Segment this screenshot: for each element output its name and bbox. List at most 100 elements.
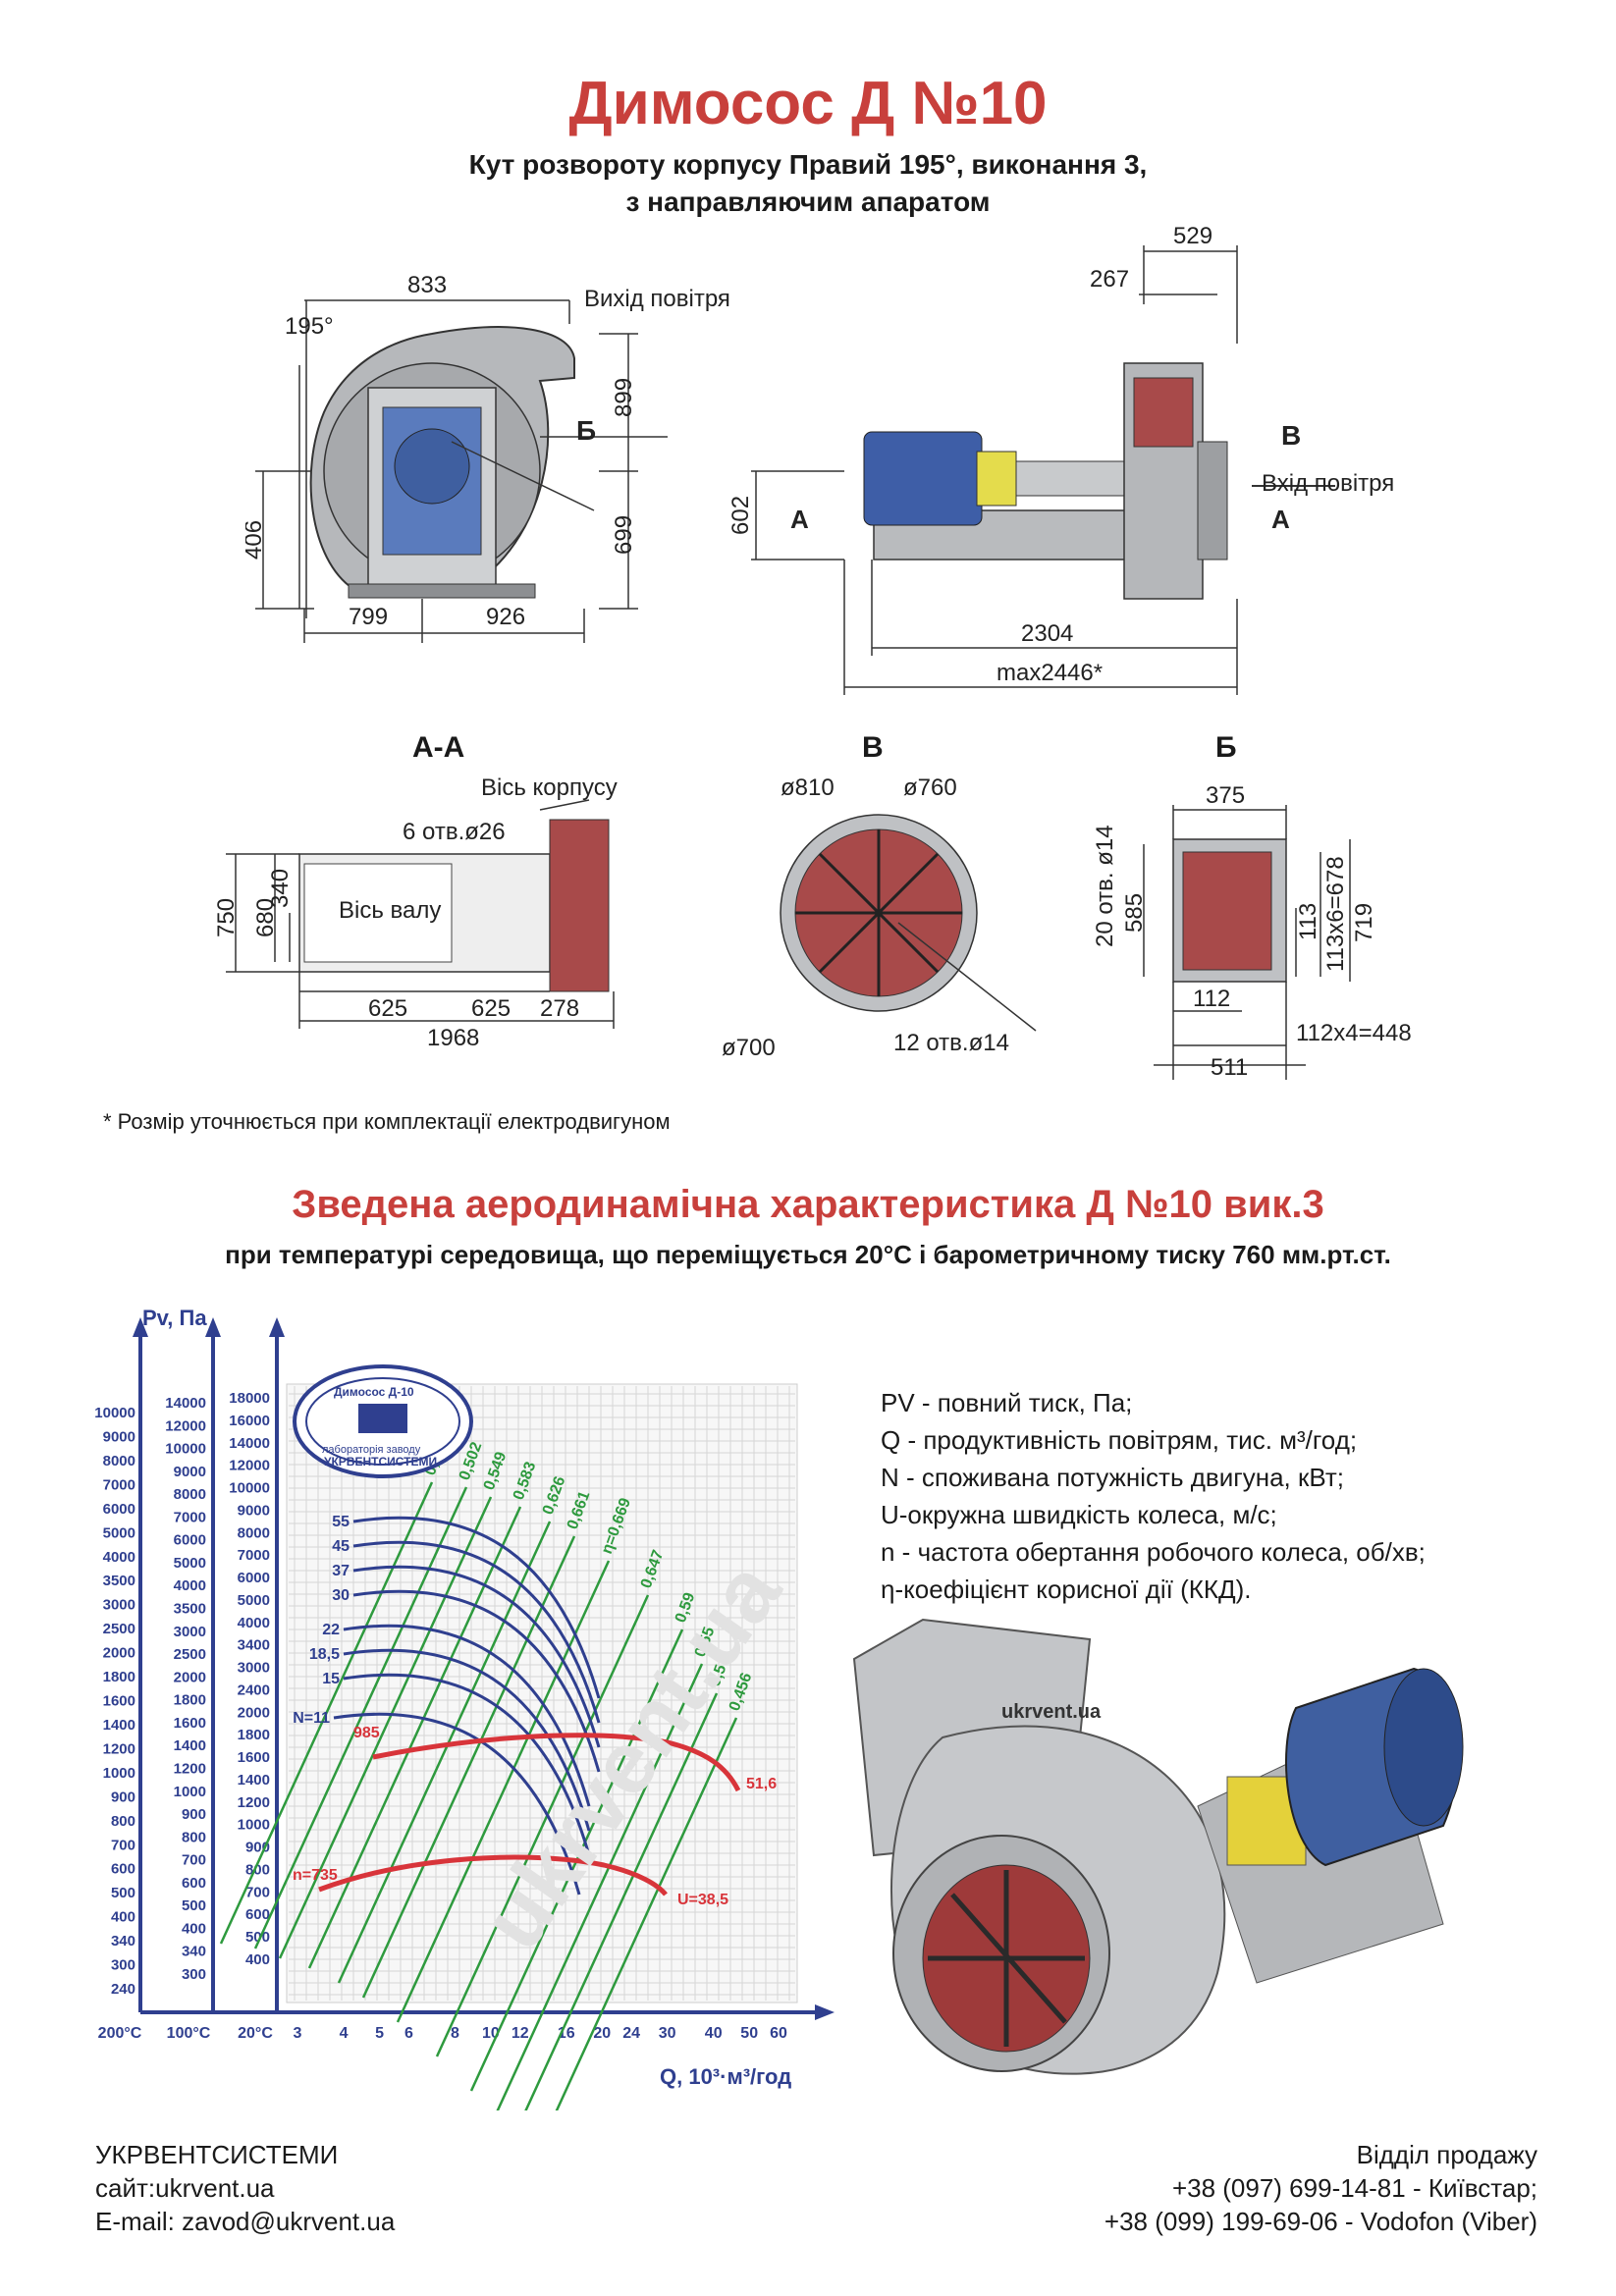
footer-site[interactable]: сайт:ukrvent.ua [95,2173,275,2203]
x-tick-label: 4 [340,2025,349,2042]
b-holes: 20 отв. ø14 [1095,825,1118,947]
footer-email[interactable]: E-mail: zavod@ukrvent.ua [95,2207,396,2236]
front-section-b: Б [576,415,596,446]
y-tick-label: 240 [111,1981,135,1998]
y-tick-label: 18000 [229,1390,270,1407]
page-title: Димосос Д №10 [568,70,1048,137]
y-tick-label: 400 [111,1909,135,1926]
legend-item-u: U-окружна швидкість колеса, м/с; [881,1500,1277,1529]
v-d810: ø810 [781,774,835,801]
dim-625b: 625 [471,995,511,1022]
dim-799: 799 [349,604,388,630]
dim-1968: 1968 [427,1025,479,1051]
footer-phone-2[interactable]: +38 (099) 199-69-06 - Vodofon (Viber) [1104,2207,1537,2236]
badge-bottom-1: лабораторія заводу [322,1444,421,1456]
section-aa-drawing: Вісь корпусу 6 отв.ø26 Вісь валу 750 680… [216,774,618,1051]
y-tick-label: 900 [182,1806,206,1823]
dim-719: 719 [1351,903,1377,942]
power-curve [343,1624,591,1807]
dim-750: 750 [216,898,240,937]
outlet-label: Вихід повітря [584,286,730,312]
y-tick-label: 1000 [174,1784,206,1800]
y-tick-label: 1800 [174,1692,206,1709]
dim-278: 278 [540,995,579,1022]
y-tick-label: 1200 [103,1740,135,1757]
x-tick-label: 8 [451,2025,459,2042]
dim-625a: 625 [368,995,407,1022]
dim-899: 899 [611,378,637,417]
fan-3d-render: ukrvent.ua [852,1618,1464,2075]
side-view-drawing: 529 267 В Вхід повітря А А 602 2304 max2… [727,223,1394,695]
y-tick-label: 500 [111,1885,135,1901]
y-tick-label: 500 [182,1897,206,1914]
chart-title: Зведена аеродинамічна характеристика Д №… [292,1183,1324,1226]
y-tick-label: 8000 [238,1524,270,1541]
y-tick-label: 1800 [103,1669,135,1685]
y-tick-label: 9000 [174,1464,206,1480]
x-tick-label: 6 [404,2025,413,2042]
power-curve [343,1648,591,1832]
power-curve [343,1673,591,1856]
side-label-a-right: А [1271,505,1290,534]
y-tick-label: 2500 [174,1646,206,1663]
dim-699: 699 [611,515,637,555]
y-tick-label: 8000 [174,1486,206,1503]
aa-holes: 6 отв.ø26 [403,819,506,845]
y-tick-label: 3400 [238,1637,270,1654]
v-holes: 12 отв.ø14 [893,1030,1009,1056]
y-tick-label: 700 [111,1837,135,1853]
y-tick-label: 1600 [238,1749,270,1766]
y-tick-label: 4000 [103,1549,135,1566]
efficiency-line [219,1481,434,1945]
x-tick-label: 20 [593,2025,611,2042]
speed-curve-label: n=735 [293,1867,338,1884]
side-label-b: В [1281,420,1301,451]
y-tick-label: 300 [111,1957,135,1974]
y-tick-label: 7000 [238,1547,270,1564]
aa-axis-shaft: Вісь валу [339,897,441,924]
y-tick-label: 5000 [103,1524,135,1541]
x-temp-label: 200°С [98,2025,142,2042]
efficiency-line [396,1560,611,2023]
y-tick-label: 14000 [165,1395,206,1412]
y-tick-label: 12000 [165,1417,206,1434]
subtitle-line-1: Кут розвороту корпусу Правий 195°, викон… [468,149,1148,180]
y-tick-label: 800 [182,1829,206,1845]
y-tick-label: 800 [111,1813,135,1830]
section-aa-heading: А-А [412,731,465,764]
y-tick-label: 300 [182,1966,206,1983]
power-curve [352,1589,601,1773]
power-label: 15 [322,1671,340,1687]
y-tick-label: 5000 [174,1555,206,1572]
chart-xlabel: Q, 10³·м³/год [660,2064,791,2089]
x-tick-label: 40 [705,2025,723,2042]
y-tick-label: 500 [245,1929,270,1946]
efficiency-line [435,1594,650,2057]
power-label: 30 [332,1587,350,1604]
chart-ylabel: Pv, Па [142,1306,207,1330]
x-tick-label: 60 [770,2025,787,2042]
x-tick-label: 12 [512,2025,529,2042]
y-tick-label: 6000 [103,1501,135,1518]
y-tick-label: 6000 [174,1532,206,1549]
y-tick-label: 6000 [238,1570,270,1586]
legend-item-pv: PV - повний тиск, Па; [881,1388,1133,1417]
subtitle-line-2: з направляючим апаратом [625,187,991,217]
dim-max: max2446* [997,660,1103,686]
power-curves [333,1516,601,1896]
efficiency-line [555,1717,738,2110]
y-tick-label: 12000 [229,1458,270,1474]
footer-phone-1[interactable]: +38 (097) 699-14-81 - Київстар; [1171,2173,1537,2203]
power-curve [352,1516,601,1699]
y-tick-label: 4000 [238,1615,270,1631]
y-tick-label: 2000 [103,1645,135,1662]
speed-curve [318,1854,668,1896]
y-tick-label: 600 [182,1875,206,1892]
power-label: 18,5 [309,1646,340,1663]
footer-right: Відділ продажу +38 (097) 699-14-81 - Киї… [850,2138,1537,2238]
y-tick-label: 16000 [229,1413,270,1429]
y-tick-label: 1600 [103,1693,135,1710]
dim-602: 602 [727,496,754,535]
